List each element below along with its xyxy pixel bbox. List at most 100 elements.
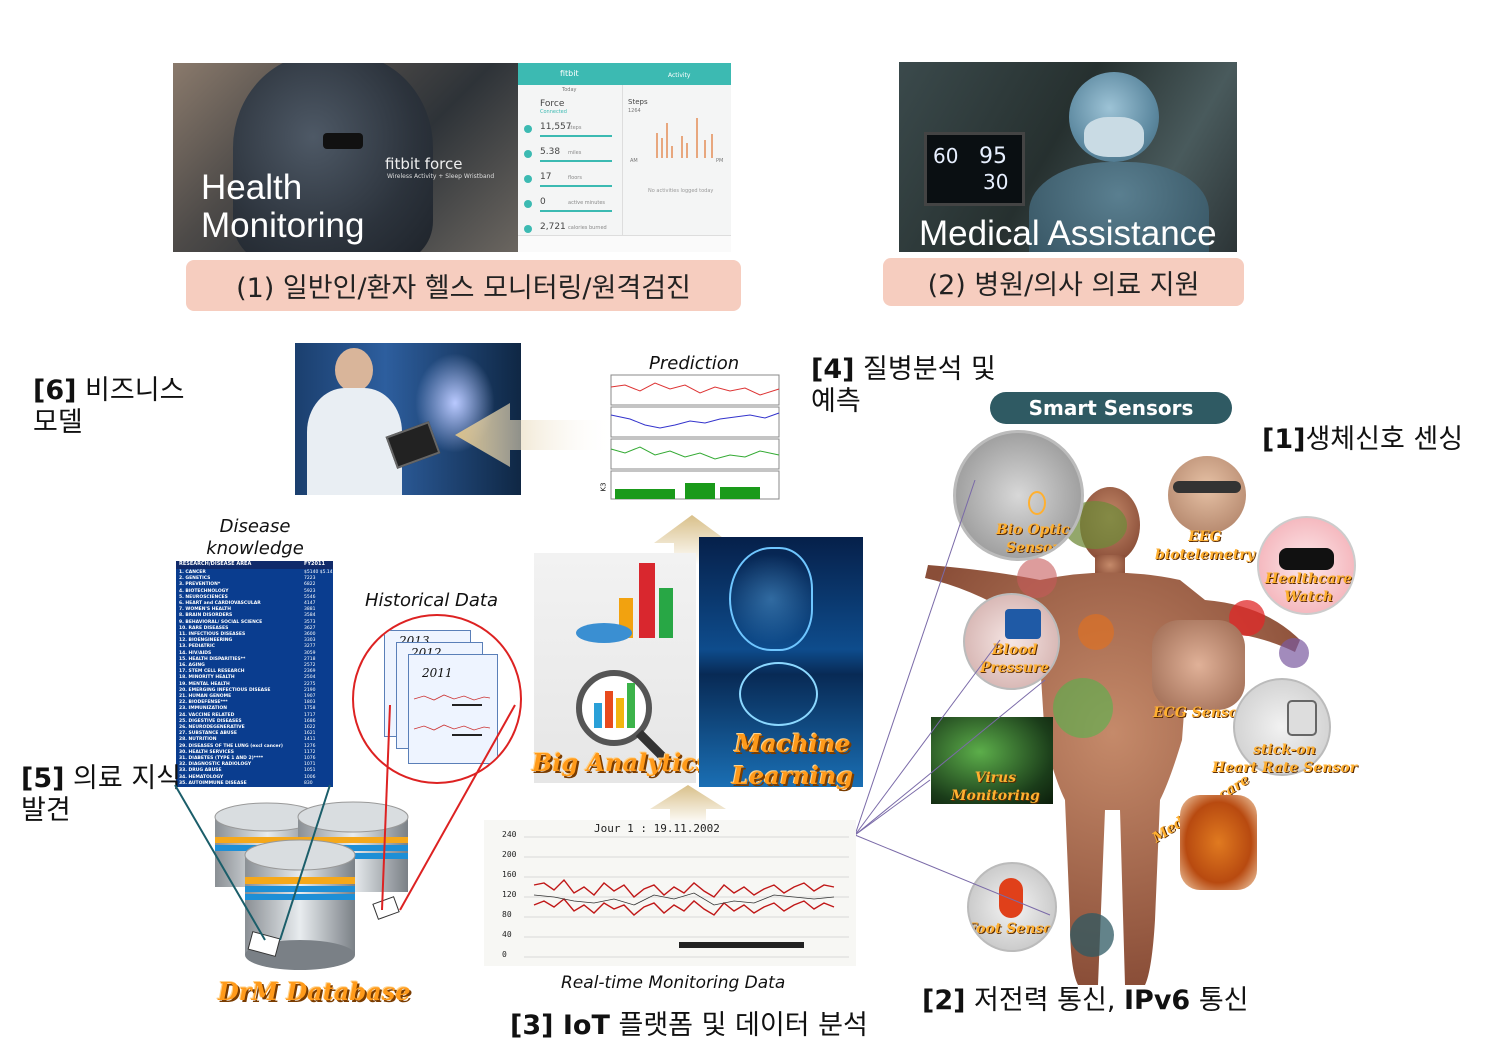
app-stat-bar [540,185,612,187]
patient-monitor [924,132,1025,206]
label-biosignal-sensing: [1]생체신호 센싱 [1262,424,1463,456]
doctor-coat [307,388,402,495]
disease-row-name: 30. HEALTH SERVICES [179,749,234,755]
disease-table-header [176,561,333,569]
disease-row-name: 23. IMMUNIZATION [179,706,227,712]
realtime-chart-plot [524,836,849,958]
app-topbar [518,63,731,85]
historical-data-circle: 2013 2012 2011 [352,614,522,784]
disease-row-name: 17. STEM CELL RESEARCH [179,669,245,675]
label-6-text: 비즈니스 모델 [33,375,185,438]
surgeon-body [1029,162,1209,252]
disease-row-value: 1717 [304,712,316,718]
ecg-label: ECG Sensor [1153,705,1246,721]
app-divider [622,85,623,235]
heart-rate-device [1287,700,1317,736]
label-2-num: [2] [922,985,966,1016]
app-steps-chart [656,118,713,158]
disease-table-header-right: FY2011 [304,561,325,567]
label-2-ipv6: IPv6 [1124,985,1191,1016]
big-analytics-image [534,553,696,783]
label-6-num: [6] [33,375,77,406]
disease-row-value: 3277 [304,644,316,650]
historical-doc-3 [408,654,498,764]
brain-circuit [739,662,818,726]
bp-device [1005,609,1041,639]
realtime-y-tick: 120 [502,890,517,899]
disease-row-name: 16. AGING [179,663,205,668]
realtime-y-tick: 240 [502,830,517,839]
heart-rate-label: stick-on Heart Rate Sensor [1212,742,1357,776]
disease-row-name: 29. DISEASES OF THE LUNG (excl cancer) [179,743,283,749]
disease-row-name: 2. GENETICS [179,576,211,582]
eeg-headband [1173,481,1241,493]
medical-assistance-photo: 60 95 30 Medical Assistance [899,62,1237,252]
smart-sensors-badge: Smart Sensors [990,392,1232,424]
app-stat-unit: active minutes [568,200,606,206]
sensor-eeg [1168,456,1246,534]
label-1-num: [1] [1262,424,1306,455]
disease-row-value: 3303 [304,638,316,644]
database-connector-lines [174,704,516,941]
app-stat-icon [524,150,532,158]
wristband [323,133,363,149]
big-analytics-label: Big Analytics [532,748,710,777]
app-stat-icon [524,175,532,183]
app-stat-unit: floors [568,175,582,181]
prediction-ylabel: K3 [599,482,608,492]
disease-row-value: 4147 [304,601,316,606]
app-stat-bar [540,160,612,162]
disease-row-name: 11. INFECTIOUS DISEASES [179,632,246,637]
disease-row-name: 1. CANCER [179,570,206,575]
disease-row-name: 24. VACCINE RELATED [179,712,235,718]
historical-mini-charts [413,694,491,736]
disease-row-name: 26. NEURODEGENERATIVE [179,725,245,730]
label-1-text: 생체신호 센싱 [1305,424,1464,455]
surgeon-mask [1084,117,1144,157]
disease-row-name: 6. HEART and CARDIOVASCULAR [179,601,261,606]
realtime-y-tick: 40 [502,930,512,939]
disease-row-value: 1686 [304,718,316,724]
monitor-value-3: 30 [983,170,1009,194]
realtime-caption: Real-time Monitoring Data [561,973,786,993]
disease-row-name: 33. DRUG ABUSE [179,768,222,774]
monitor-value-2: 95 [979,144,1007,169]
fitbit-app-screen: fitbit Activity Today Force Connected 11… [518,63,731,252]
disease-row-value: 2369 [304,669,316,675]
disease-row-name: 10. RARE DISEASES [179,625,229,631]
app-bottom-nav [518,235,731,252]
disease-row-name: 7. WOMEN'S HEALTH [179,607,231,613]
sensor-blood-pressure: Blood Pressure [963,593,1060,690]
label-communication: [2] 저전력 통신, IPv6 통신 [922,985,1249,1017]
disease-row-value: 830 [304,780,313,786]
disease-knowledge-title: Disease knowledge [206,516,304,559]
disease-row-value: 5923 [304,588,316,594]
disease-row-name: 4. BIOTECHNOLOGY [179,588,229,594]
app-stat-icon [524,125,532,133]
virus-label: Virus Monitoring [951,770,1040,804]
disease-row-value: 1622 [304,725,316,730]
app-stat-value: 5.38 [540,147,561,157]
app-stat-bar [540,210,612,212]
machine-learning-label: Machine Learning [732,729,854,790]
historical-year-3: 2011 [422,666,453,680]
machine-learning-image [699,537,863,787]
disease-row-value: 1411 [304,737,316,743]
disease-row-value: 2718 [304,656,316,662]
sensor-medicine-photo [1180,795,1257,890]
prediction-title: Prediction [649,353,740,374]
arrow-to-analytics [650,785,726,825]
disease-row-value: 1172 [304,749,316,755]
foot-device [999,878,1023,918]
label-2-text2: 통신 [1190,985,1249,1016]
app-chart-am: AM [630,158,638,164]
watch-band [1279,548,1334,570]
medical-assistance-caption: Medical Assistance [919,214,1217,252]
fitbit-brand: fitbit force [385,155,463,173]
app-stat-value: 11,557 [540,122,572,132]
disease-row-value: 2190 [304,687,316,693]
wireframe-head [729,547,813,651]
disease-knowledge-table: RESEARCH/DISEASE AREA FY2011 1. CANCER$5… [175,560,334,788]
app-no-activities: No activities logged today [648,188,714,194]
